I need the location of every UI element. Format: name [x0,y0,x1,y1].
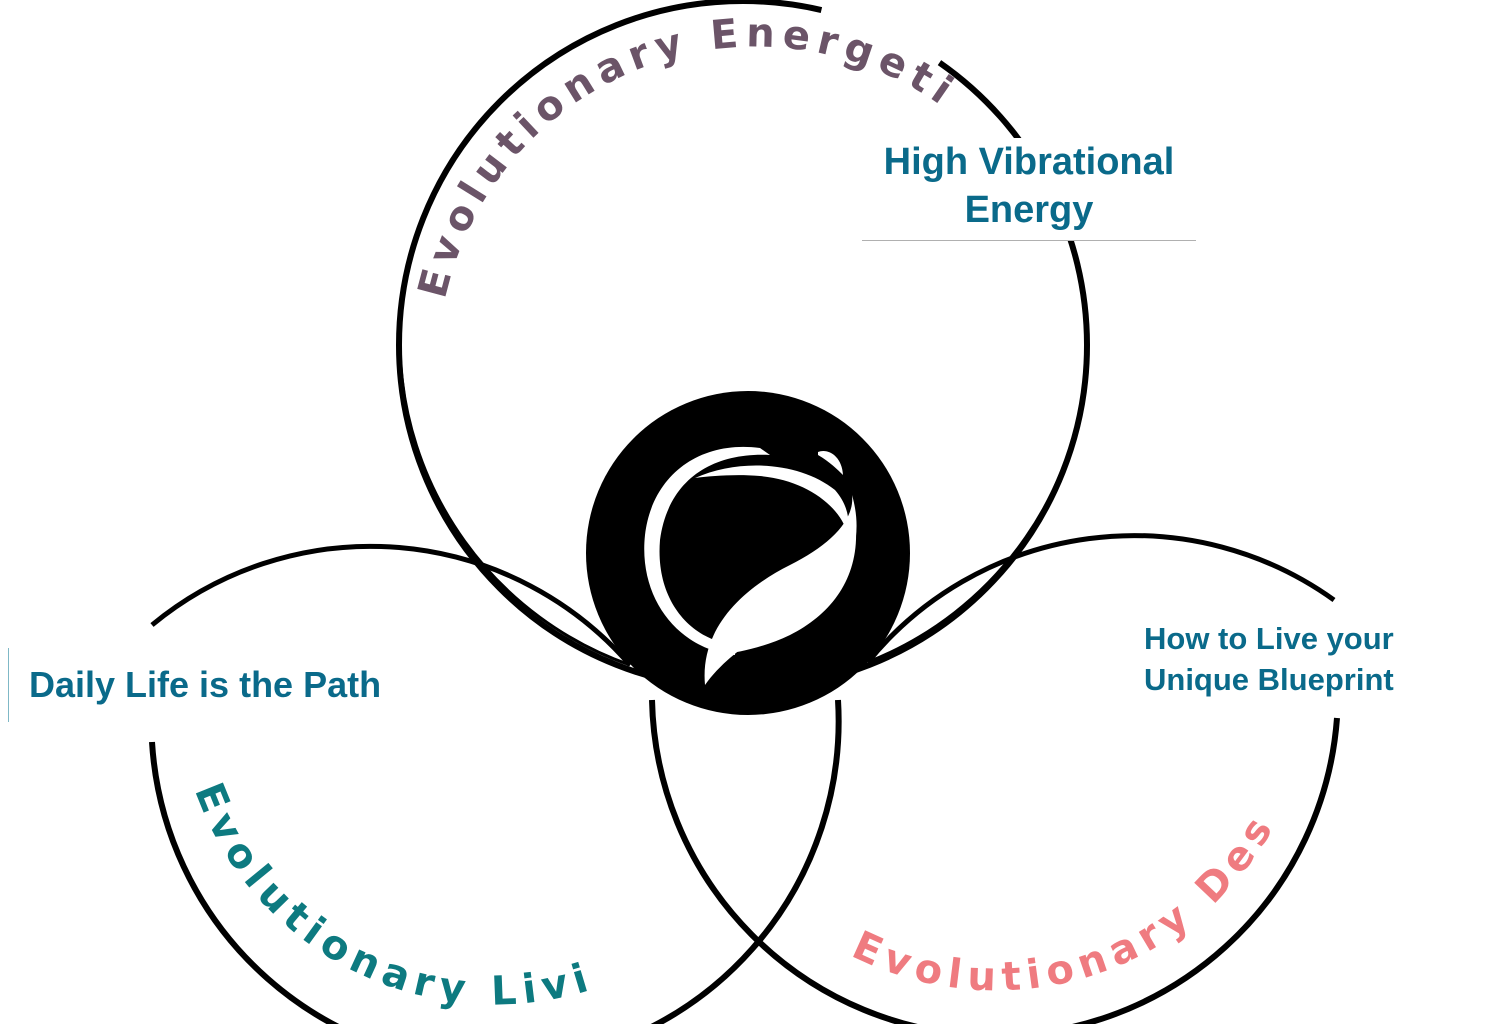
logo-disc [586,391,910,715]
subtitle-energetics-line-2: Energy [964,189,1094,231]
circle-design [649,533,1340,1024]
circle-living-outline-upper [150,543,632,667]
title-energetics: Evolutionary Energetics [0,0,966,302]
overlap-line-left [398,344,631,667]
circle-design-outline-lower [649,699,1340,1024]
circle-living [149,543,842,1024]
overlap-line-right [867,344,1089,664]
subtitle-design-line-1: How to Live your [1144,621,1394,656]
center-logo[interactable] [586,391,910,715]
circle-living-outline-lower [149,699,842,1024]
leaf-swirl-logo-icon [644,446,857,685]
subtitle-energetics-line-1: High Vibrational [883,141,1175,183]
subtitle-living: Daily Life is the Path [8,648,438,722]
subtitle-design-line-2: Unique Blueprint [1144,662,1394,697]
title-energetics-text: Evolutionary Energetics [0,0,959,302]
circle-design-outline-upper [866,533,1336,664]
subtitle-design: How to Live your Unique Blueprint [1132,618,1432,700]
subtitle-energetics: High Vibrational Energy [862,138,1196,241]
